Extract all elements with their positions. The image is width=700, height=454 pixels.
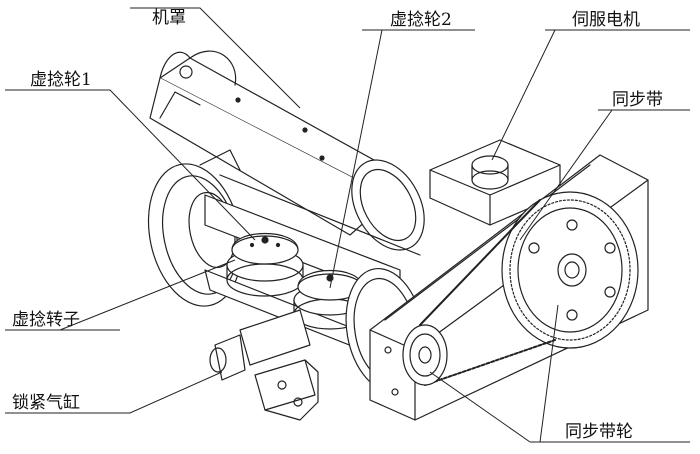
label-virtual-twist-rotor: 虚捻转子	[12, 310, 80, 330]
label-timing-belt: 同步带	[612, 90, 663, 110]
small-pulley	[384, 324, 448, 396]
cover-part	[149, 50, 425, 251]
locking-cylinder-part	[209, 309, 319, 421]
leader-lines	[5, 7, 690, 443]
leader-servo-motor	[491, 29, 690, 161]
label-timing-pulley: 同步带轮	[565, 422, 633, 442]
large-pulley	[501, 191, 639, 349]
timing-belt-part	[419, 199, 556, 386]
label-virtual-twist-wheel-2: 虚捻轮2	[390, 10, 452, 30]
label-cover: 机罩	[152, 8, 186, 28]
leader-timing-belt	[519, 109, 690, 241]
servo-motor-part	[429, 139, 561, 226]
leader-wheel-2	[329, 29, 475, 289]
leader-rotor	[5, 259, 236, 331]
label-virtual-twist-wheel-1: 虚捻轮1	[30, 70, 92, 90]
label-servo-motor: 伺服电机	[572, 10, 640, 30]
leader-wheel-1	[5, 89, 256, 241]
virtual-twist-wheel-2-part	[293, 270, 367, 330]
leader-locking-cylinder	[5, 371, 223, 414]
leader-cover	[130, 7, 301, 109]
leader-timing-pulley	[429, 304, 690, 443]
label-locking-cylinder: 锁紧气缸	[12, 393, 80, 413]
